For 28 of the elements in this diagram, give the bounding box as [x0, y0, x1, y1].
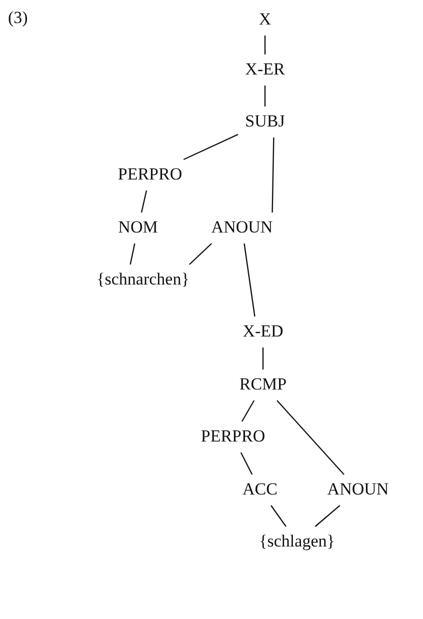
tree-branch: [240, 452, 253, 475]
tree-node-label: NOM: [117, 218, 159, 238]
tree-node-label: PERPRO: [116, 166, 184, 184]
tree-branch: [188, 243, 212, 265]
tree-node-label: PERPRO: [200, 428, 266, 446]
tree-branch: [314, 505, 340, 527]
tree-node-label: RCMP: [238, 376, 288, 394]
tree-node-label: X-ER: [244, 60, 286, 80]
example-number: (3): [8, 8, 28, 28]
tree-node-label: X: [258, 10, 272, 30]
tree-node-label: ACC: [242, 480, 278, 500]
tree-branch: [244, 243, 256, 317]
tree-branch: [270, 505, 286, 527]
tree-branch: [241, 400, 255, 422]
tree-node-label: ANOUN: [210, 218, 274, 238]
tree-branch: [276, 400, 344, 475]
tree-node-label: {schlagen}: [258, 532, 336, 552]
tree-node-label: {schnarchen}: [96, 270, 190, 290]
tree-branch: [140, 190, 148, 213]
tree-node-label: SUBJ: [244, 112, 286, 132]
tree-node-label: ANOUN: [326, 480, 390, 500]
tree-branch: [130, 243, 136, 265]
tree-branch: [183, 134, 238, 160]
tree-node-label: X-ED: [242, 322, 284, 342]
tree-branch: [264, 36, 266, 54]
tree-branch: [272, 137, 274, 213]
tree-branch: [262, 348, 264, 370]
tree-branch: [264, 86, 266, 106]
